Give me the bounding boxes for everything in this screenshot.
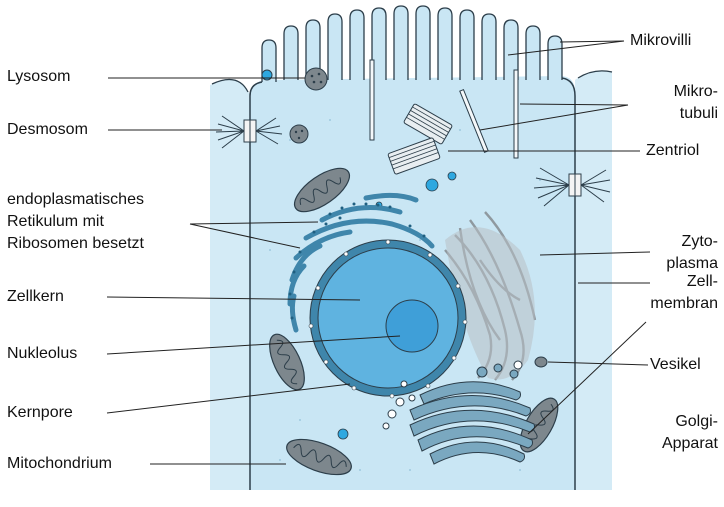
label-kernpore: Kernpore [7,403,73,422]
label-zytoplasma-2: plasma [666,254,718,273]
nucleolus [386,300,438,352]
label-mitochondrium: Mitochondrium [7,454,112,473]
label-zytoplasma-1: Zyto- [682,232,718,251]
lysosome-2 [290,125,308,143]
vesicle-striped [535,357,547,367]
label-golgi-2: Apparat [662,434,718,453]
label-vesikel: Vesikel [650,355,701,374]
label-er-line3: Ribosomen besetzt [7,234,144,253]
label-mikrotubuli-2: tubuli [680,104,718,123]
label-desmosom: Desmosom [7,120,88,139]
label-lysosom: Lysosom [7,67,70,86]
neighbor-cell-right [575,71,612,490]
label-golgi-1: Golgi- [675,412,718,431]
label-nukleolus: Nukleolus [7,344,77,363]
label-mikrotubuli-1: Mikro- [674,82,718,101]
label-zellkern: Zellkern [7,287,64,306]
label-zellmembran-1: Zell- [687,272,718,291]
label-zentriol: Zentriol [646,141,699,160]
label-mikrovilli: Mikrovilli [630,31,691,50]
label-er-line2: Retikulum mit [7,212,104,231]
label-zellmembran-2: membran [650,294,718,313]
label-er-line1: endoplasmatisches [7,190,144,209]
lysosome [305,68,327,90]
